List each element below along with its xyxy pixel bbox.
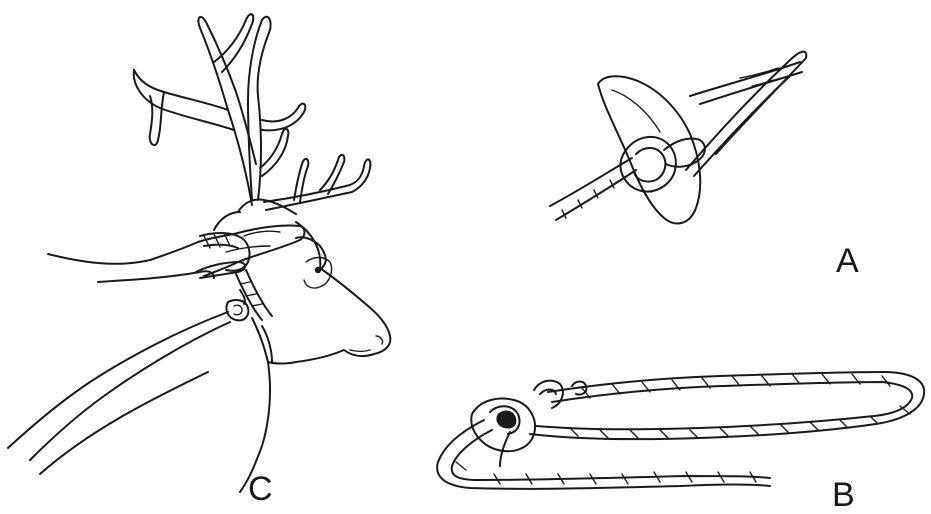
panel-label-b: B (832, 478, 855, 512)
reindeer-head (214, 212, 390, 492)
panel-a-toggle-detail (550, 52, 806, 224)
reindeer-halter (200, 233, 272, 362)
panel-label-a: A (836, 244, 859, 278)
handler-hand (48, 225, 305, 282)
lead-rope-c (8, 312, 230, 474)
reindeer-antlers (134, 14, 371, 214)
panel-c-reindeer-illustration (8, 14, 390, 492)
panel-b-collar-rope (437, 372, 924, 489)
panel-label-c: C (248, 472, 273, 506)
